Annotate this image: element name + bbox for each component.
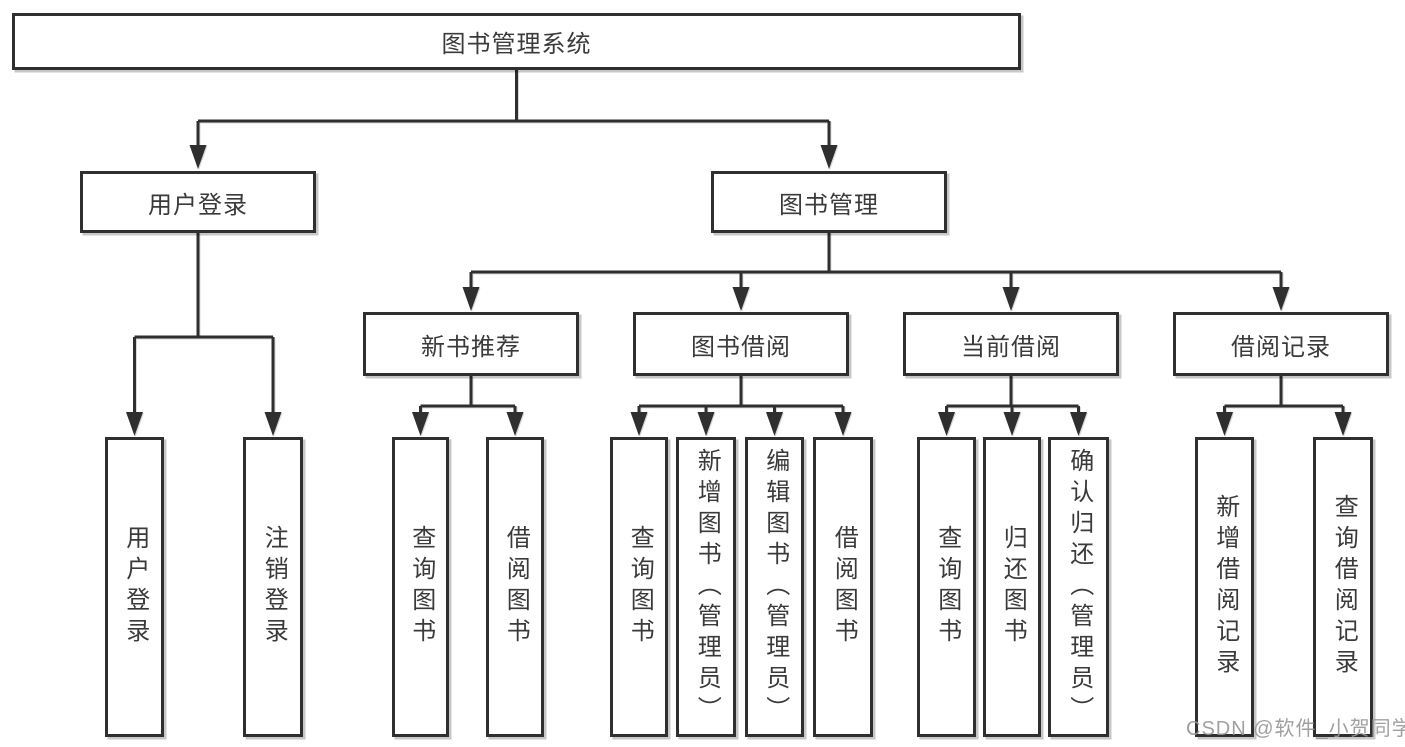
leaf-label: 新增借阅记录 — [1211, 494, 1239, 680]
leaf-query-books-borrowing: 查询图书 — [610, 437, 668, 737]
leaf-label: 借阅图书 — [830, 525, 858, 649]
arrowhead-icon — [820, 145, 838, 169]
node-current-borrowing: 当前借阅 — [903, 312, 1119, 376]
leaf-label: 查询图书 — [407, 525, 435, 649]
arrowhead-icon — [697, 412, 715, 436]
arrowhead-icon — [1070, 412, 1087, 436]
leaf-logout: 注销登录 — [243, 437, 303, 737]
leaf-label: 编辑图书（管理员） — [761, 447, 789, 727]
leaf-label: 查询借阅记录 — [1330, 494, 1358, 680]
arrowhead-icon — [264, 412, 282, 436]
leaf-query-books-current: 查询图书 — [917, 437, 976, 737]
arrowhead-icon — [1272, 287, 1290, 311]
leaf-borrow-books: 借阅图书 — [813, 437, 873, 737]
arrowhead-icon — [732, 287, 750, 311]
leaf-confirm-return-admin: 确认归还（管理员） — [1048, 437, 1109, 737]
connector-path — [133, 70, 1345, 415]
arrowhead-icon — [126, 412, 143, 436]
watermark: CSDN @软件_小贺同学 — [1186, 718, 1405, 740]
arrowhead-icon — [630, 412, 648, 436]
leaf-label: 查询图书 — [626, 525, 654, 649]
node-user-login: 用户登录 — [80, 171, 316, 233]
node-new-book-recommend: 新书推荐 — [363, 312, 579, 376]
leaf-add-books-admin: 新增图书（管理员） — [676, 437, 736, 737]
leaf-return-books: 归还图书 — [983, 437, 1041, 737]
node-book-management: 图书管理 — [711, 171, 947, 233]
leaf-label: 归还图书 — [999, 525, 1027, 649]
arrowhead-icon — [1216, 412, 1233, 436]
leaf-label: 用户登录 — [121, 525, 149, 649]
node-system-root: 图书管理系统 — [12, 13, 1021, 70]
arrowhead-icon — [189, 145, 207, 169]
node-book-borrowing: 图书借阅 — [633, 312, 849, 376]
node-borrow-records: 借阅记录 — [1173, 312, 1389, 376]
arrowhead-icon — [462, 287, 480, 311]
leaf-edit-books-admin: 编辑图书（管理员） — [745, 437, 804, 737]
arrowhead-icon — [506, 412, 524, 436]
leaf-label: 新增图书（管理员） — [693, 447, 721, 727]
arrowhead-icon — [938, 412, 955, 436]
leaf-add-borrow-record: 新增借阅记录 — [1195, 437, 1254, 737]
arrowhead-icon — [766, 412, 783, 436]
arrowhead-icon — [1002, 287, 1020, 311]
arrowhead-icon — [1003, 412, 1021, 436]
leaf-borrow-books-recommend: 借阅图书 — [486, 437, 544, 737]
leaf-label: 借阅图书 — [502, 525, 530, 649]
leaf-query-borrow-record: 查询借阅记录 — [1313, 437, 1373, 737]
leaf-label: 确认归还（管理员） — [1065, 447, 1093, 727]
leaf-label: 注销登录 — [260, 525, 288, 649]
arrowhead-icon — [412, 412, 429, 436]
leaf-query-books-recommend: 查询图书 — [392, 437, 449, 737]
leaf-user-login: 用户登录 — [105, 437, 164, 737]
arrowhead-icon — [834, 412, 852, 436]
arrowhead-icon — [1334, 412, 1352, 436]
leaf-label: 查询图书 — [933, 525, 961, 649]
